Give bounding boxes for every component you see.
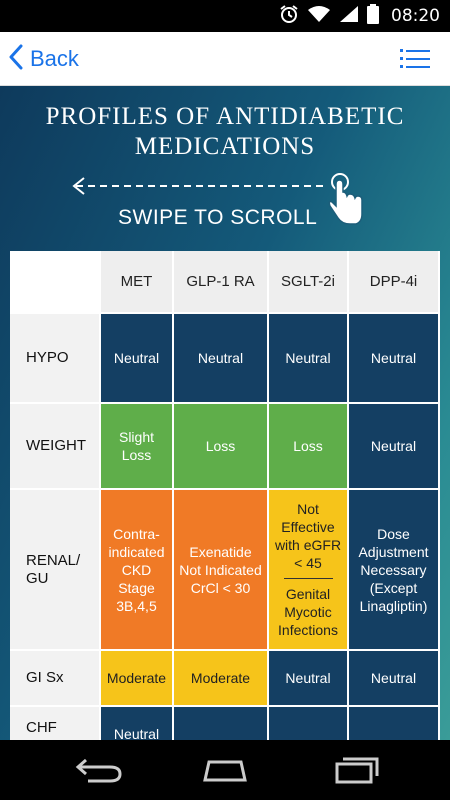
cell-text: Not Effective with eGFR < 45 xyxy=(274,501,342,571)
page-title: PROFILES OF ANTIDIABETIC MEDICATIONS xyxy=(0,102,450,162)
alarm-icon xyxy=(279,4,299,29)
table-corner xyxy=(10,251,101,314)
table-cell xyxy=(269,707,349,740)
row-label-gi: GI Sx xyxy=(10,651,101,707)
content-area[interactable]: PROFILES OF ANTIDIABETIC MEDICATIONS SWI… xyxy=(0,86,450,740)
table-cell: Neutral xyxy=(349,404,440,490)
table-cell: Loss xyxy=(269,404,349,490)
home-nav-icon xyxy=(195,760,255,790)
action-bar: Back xyxy=(0,32,450,86)
table-cell: Neutral xyxy=(269,651,349,707)
table-cell: Neutral xyxy=(269,314,349,404)
comparison-table[interactable]: MET GLP-1 RA SGLT-2i DPP-4i HYPO Neutral… xyxy=(10,251,440,740)
nav-back-button[interactable] xyxy=(70,754,130,786)
recent-apps-icon xyxy=(325,757,385,790)
table-cell: Neutral xyxy=(101,314,174,404)
wifi-icon xyxy=(307,5,331,28)
back-label: Back xyxy=(30,46,79,71)
table-cell: Exenatide Not Indicated CrCl < 30 xyxy=(174,490,269,651)
signal-icon xyxy=(339,5,359,28)
list-icon xyxy=(400,49,430,76)
row-label-renal: RENAL/ GU xyxy=(10,490,101,651)
status-bar: 08:20 xyxy=(0,0,450,32)
status-time: 08:20 xyxy=(391,6,440,26)
status-icons: 08:20 xyxy=(279,0,440,32)
row-label-weight: WEIGHT xyxy=(10,404,101,490)
nav-recents-button[interactable] xyxy=(325,754,385,786)
battery-icon xyxy=(367,3,379,29)
navigation-bar xyxy=(0,740,450,800)
chevron-left-icon xyxy=(8,44,24,75)
table-cell: Contra-indicated CKD Stage 3B,4,5 xyxy=(101,490,174,651)
column-header-glp1: GLP-1 RA xyxy=(174,251,269,314)
cell-text: Genital Mycotic Infections xyxy=(278,586,338,638)
table-cell: Neutral xyxy=(349,314,440,404)
page-title-line2: MEDICATIONS xyxy=(134,133,316,160)
column-header-dpp4: DPP-4i xyxy=(349,251,440,314)
swipe-hint: SWIPE TO SCROLL xyxy=(70,173,370,246)
table-cell-split: Not Effective with eGFR < 45 Genital Myc… xyxy=(269,490,349,651)
back-nav-icon xyxy=(70,758,130,790)
cell-divider xyxy=(283,578,333,579)
table-cell xyxy=(174,707,269,740)
table-cell: Moderate xyxy=(101,651,174,707)
menu-button[interactable] xyxy=(400,46,430,72)
back-button[interactable]: Back xyxy=(8,32,79,86)
table-cell: Moderate xyxy=(174,651,269,707)
nav-home-button[interactable] xyxy=(195,754,255,786)
table-cell: Neutral xyxy=(349,651,440,707)
table-cell: Neutral xyxy=(174,314,269,404)
column-header-sglt2: SGLT-2i xyxy=(269,251,349,314)
table-cell: Dose Adjustment Necessary (Except Linagl… xyxy=(349,490,440,651)
table-cell xyxy=(349,707,440,740)
table-cell: Slight Loss xyxy=(101,404,174,490)
swipe-label: SWIPE TO SCROLL xyxy=(118,206,318,229)
column-header-met: MET xyxy=(101,251,174,314)
table-cell: Neutral xyxy=(101,707,174,740)
table-cell: Loss xyxy=(174,404,269,490)
row-label-chf: CHF xyxy=(10,707,101,740)
page-title-line1: PROFILES OF ANTIDIABETIC xyxy=(45,103,405,130)
row-label-hypo: HYPO xyxy=(10,314,101,404)
